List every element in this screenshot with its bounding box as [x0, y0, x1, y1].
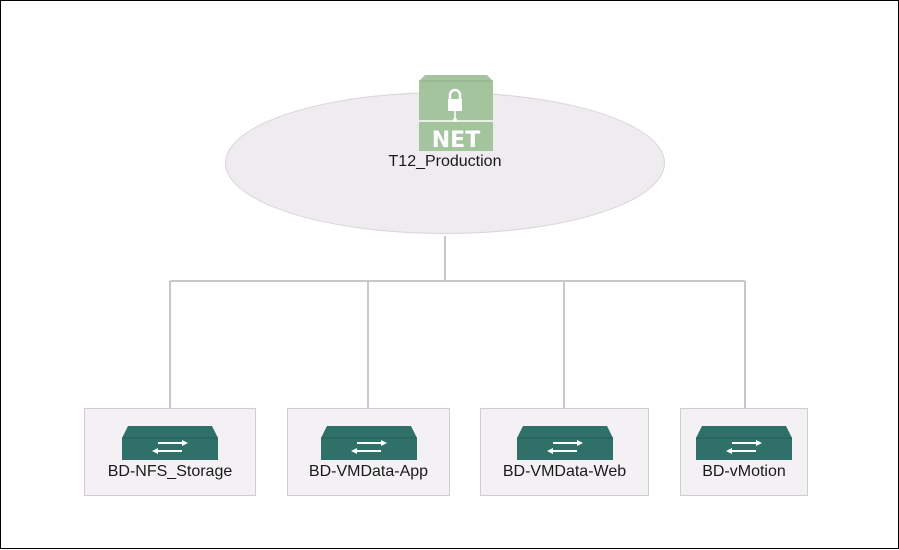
switch-icon [320, 426, 417, 460]
bridge-domain-label: BD-VMData-App [308, 463, 429, 480]
bridge-domain-node-vmotion[interactable]: BD-vMotion [680, 408, 808, 496]
switch-icon [516, 426, 613, 460]
bridge-domain-label: BD-vMotion [702, 463, 786, 480]
bridge-domain-label: BD-NFS_Storage [107, 463, 233, 480]
net-lock-icon: NET [419, 75, 493, 151]
switch-icon [696, 426, 792, 460]
switch-icon [122, 426, 218, 460]
bridge-domain-node-vmdata-app[interactable]: BD-VMData-App [287, 408, 450, 496]
bridge-domain-label: BD-VMData-Web [502, 463, 627, 480]
bridge-domain-node-nfs-storage[interactable]: BD-NFS_Storage [84, 408, 256, 496]
bridge-domain-node-vmdata-web[interactable]: BD-VMData-Web [480, 408, 649, 496]
net-icon-text: NET [432, 128, 480, 151]
vrf-label: T12_Production [388, 153, 502, 170]
